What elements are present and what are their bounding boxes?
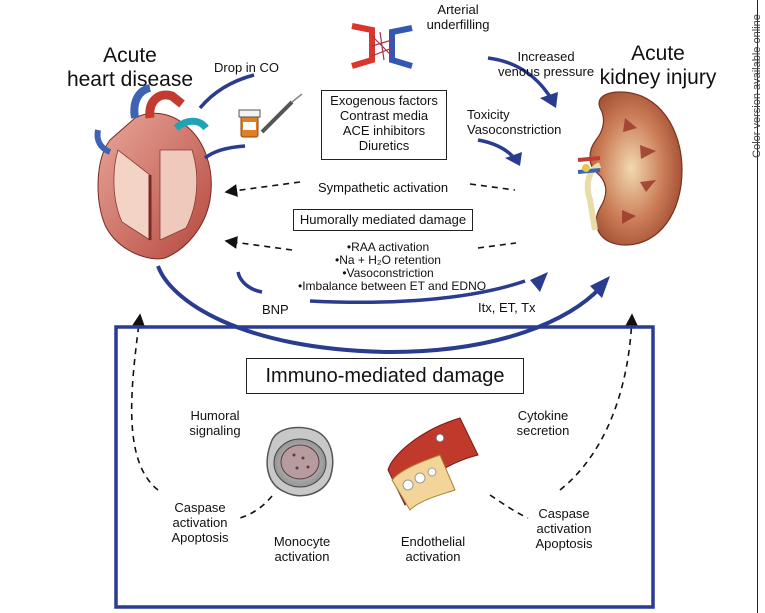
kidney-illustration (577, 91, 683, 246)
label-drop-co: Drop in CO (214, 60, 280, 75)
immuno-frame (114, 325, 655, 609)
bullet-item: •Vasoconstriction (342, 266, 434, 280)
endothelium-illustration (387, 417, 479, 511)
dashed-line-endothelial (489, 494, 529, 519)
label-bnp: BNP (262, 302, 289, 317)
monocyte-illustration (266, 426, 334, 497)
pills-syringe-illustration (238, 93, 303, 138)
arrowhead-venous (540, 92, 558, 108)
arrowhead-big-arc (590, 276, 610, 298)
exogenous-factors-box: Exogenous factors Contrast media ACE inh… (321, 90, 447, 160)
blue-curve-bnp (236, 271, 263, 294)
blue-curve-drop-co (198, 73, 255, 110)
big-blue-arc (156, 265, 602, 355)
immuno-title-box: Immuno-mediated damage (246, 358, 524, 394)
dashed-line-sympathetic-right (469, 183, 516, 191)
vessel-illustration (351, 23, 413, 69)
arrowhead-toxicity (505, 152, 522, 166)
dashed-arrow-humoral-left (224, 236, 293, 251)
side-note: Color version available online (751, 14, 763, 158)
bullet-item: •RAA activation (346, 240, 430, 254)
bullet-item: •Imbalance between ET and EDNO (298, 279, 487, 293)
dashed-line-monocyte (239, 495, 273, 519)
heart-illustration (94, 84, 212, 260)
arrowhead-itx (530, 272, 548, 292)
dashed-arrow-sympathetic-left (224, 181, 301, 197)
dashed-arrow-caspase-left (130, 313, 159, 491)
blue-curve-exogenous (203, 144, 246, 160)
humoral-bullets: •RAA activation •Na + H₂O retention •Vas… (298, 240, 487, 293)
blue-curve-venous (487, 56, 554, 101)
label-itx: Itx, ET, Tx (478, 300, 536, 315)
right-border-line (757, 0, 758, 613)
bullet-item: •Na + H₂O retention (335, 253, 441, 267)
dashed-line-humoral-right (477, 242, 517, 249)
dashed-arrow-caspase-right (559, 313, 639, 491)
humoral-damage-box: Humorally mediated damage (293, 209, 473, 231)
blue-curve-itx (309, 279, 526, 305)
label-sympathetic: Sympathetic activation (318, 180, 449, 195)
